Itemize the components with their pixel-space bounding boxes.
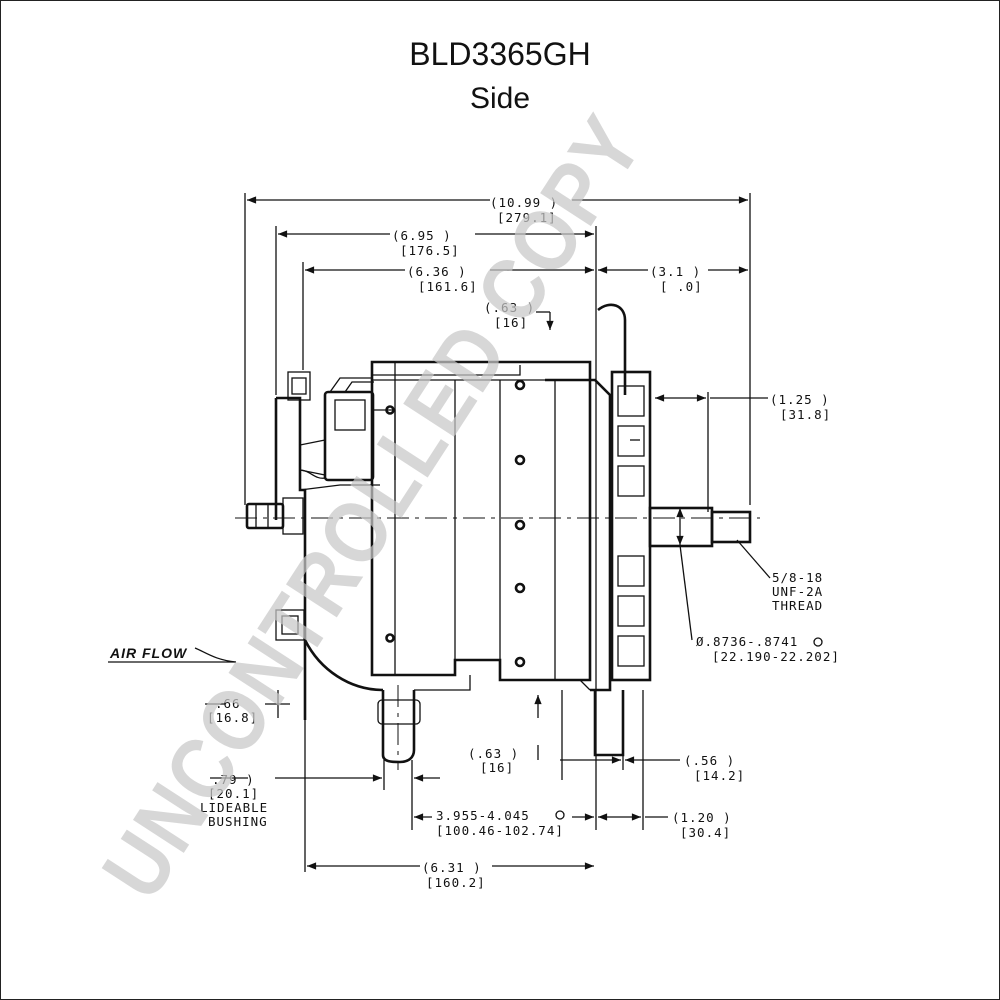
bushing-note-2: BUSHING: [208, 814, 268, 829]
shaft-extension-in: (3.1 ): [650, 264, 701, 279]
airflow-arrow-icon: [108, 647, 237, 663]
mount-to-front-in: (6.31 ): [422, 860, 482, 875]
pulley-width-in: (1.25 ): [770, 392, 830, 407]
shaft-extension-mm: [ .0]: [660, 279, 703, 294]
mount-inset-in: (.63 ): [468, 746, 519, 761]
mount-height-mm: [16.8]: [207, 710, 258, 725]
thread-note-2: UNF-2A: [772, 584, 823, 599]
thread-note-1: 5/8-18: [772, 570, 823, 585]
thread-note-3: THREAD: [772, 598, 823, 613]
shaft-diameter-mm: [22.190-22.202]: [712, 649, 840, 664]
front-to-case-in: (6.95 ): [392, 228, 452, 243]
overall-length-in: (10.99 ): [490, 195, 558, 210]
extension-lines: [244, 193, 751, 872]
tolerance-gear-icon: [555, 810, 565, 820]
dimension-lines: [205, 196, 771, 870]
bushing-span-in: 3.955-4.045: [436, 808, 530, 823]
bushing-note-1: LIDEABLE: [200, 800, 268, 815]
mount-height-in: .66: [215, 696, 241, 711]
case-length-mm: [161.6]: [418, 279, 478, 294]
mount-to-front-mm: [160.2]: [426, 875, 486, 890]
tolerance-gear-icon: [813, 637, 823, 647]
fan-offset-mm: [16]: [494, 315, 528, 330]
uncontrolled-copy-watermark: UNCONTROLLED COPY: [83, 98, 662, 915]
foot-to-front-in: (1.20 ): [672, 810, 732, 825]
foot-width-in: (.56 ): [684, 753, 735, 768]
pulley-width-mm: [31.8]: [780, 407, 831, 422]
foot-to-front-mm: [30.4]: [680, 825, 731, 840]
bushing-offset-in: .79 ): [212, 772, 255, 787]
model-title: BLD3365GH: [409, 36, 591, 72]
shaft-diameter-in: Ø.8736-.8741: [696, 634, 798, 649]
foot-width-mm: [14.2]: [694, 768, 745, 783]
overall-length-mm: [279.1]: [497, 210, 557, 225]
view-subtitle: Side: [469, 82, 531, 115]
fan-offset-in: (.63 ): [484, 300, 535, 315]
front-to-case-mm: [176.5]: [400, 243, 460, 258]
bushing-offset-mm: [20.1]: [208, 786, 259, 801]
dimension-labels: (10.99 ) [279.1] (6.95 ) [176.5] (6.36 )…: [200, 195, 840, 890]
bushing-span-mm: [100.46-102.74]: [436, 823, 564, 838]
case-length-in: (6.36 ): [407, 264, 467, 279]
mount-inset-mm: [16]: [480, 760, 514, 775]
airflow-label: AIR FLOW: [109, 645, 188, 661]
